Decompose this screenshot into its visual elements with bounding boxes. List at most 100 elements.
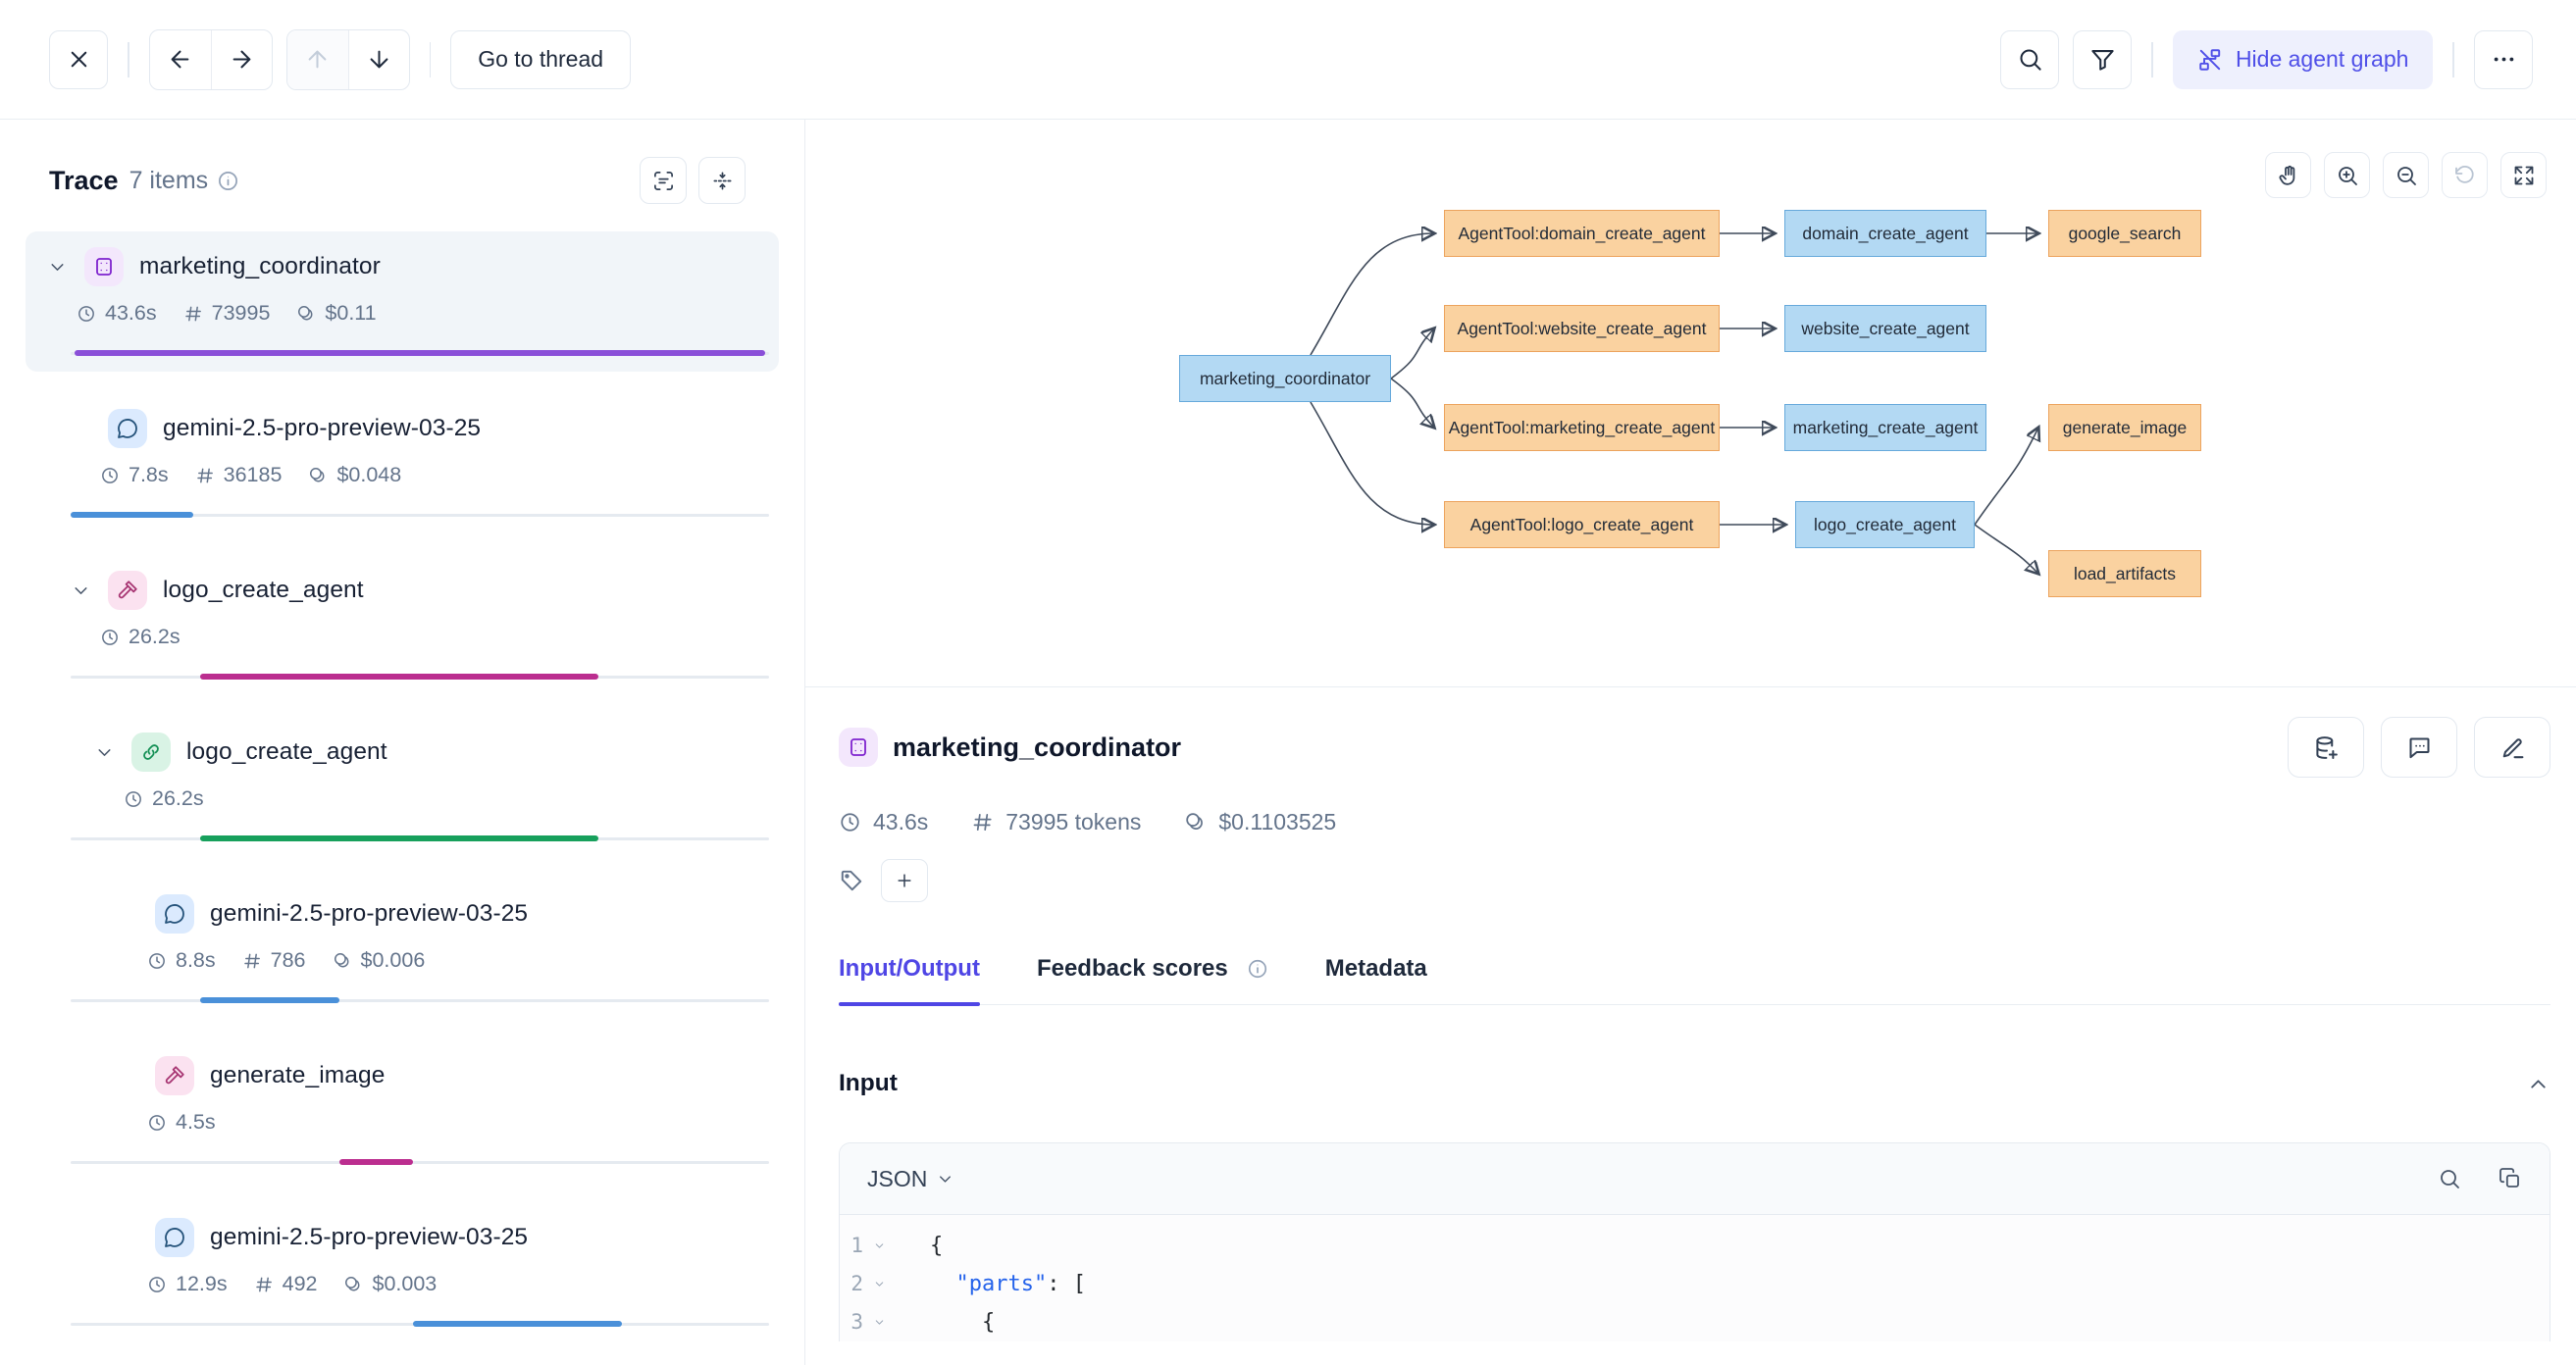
comment-icon bbox=[2406, 734, 2433, 761]
graph-node-at_website[interactable]: AgentTool:website_create_agent bbox=[1444, 305, 1720, 352]
go-to-thread-button[interactable]: Go to thread bbox=[450, 29, 632, 89]
graph-node-marketing[interactable]: marketing_create_agent bbox=[1784, 404, 1986, 451]
clock-icon bbox=[839, 811, 861, 834]
search-button[interactable] bbox=[2000, 29, 2060, 89]
detail-actions bbox=[2288, 717, 2550, 778]
graph-node-generate_image[interactable]: generate_image bbox=[2048, 404, 2201, 451]
trace-item[interactable]: logo_create_agent 26.2s bbox=[26, 555, 779, 695]
trace-item-name: logo_create_agent bbox=[163, 577, 364, 603]
trace-sidebar: Trace 7 items marketing_coordinator 43.6… bbox=[0, 120, 805, 1365]
duration-bar bbox=[71, 835, 769, 841]
trace-item[interactable]: marketing_coordinator 43.6s 73995 $0.11 bbox=[26, 231, 779, 372]
duration-bar bbox=[71, 1321, 769, 1327]
copy-icon bbox=[2499, 1167, 2522, 1190]
hammer-icon bbox=[155, 1056, 194, 1095]
more-options-button[interactable] bbox=[2474, 29, 2533, 89]
fold-chevron-icon[interactable] bbox=[863, 1278, 895, 1290]
zoom-in-button[interactable] bbox=[2324, 152, 2370, 198]
database-plus-icon bbox=[2313, 734, 2340, 761]
cost-metric: $0.1103525 bbox=[1184, 809, 1336, 835]
trace-item-metrics: 26.2s bbox=[26, 625, 779, 649]
maximize-icon bbox=[2512, 164, 2536, 187]
tokens-metric: 492 bbox=[254, 1272, 317, 1296]
tokens-metric: 73995 bbox=[183, 301, 270, 326]
graph-node-load_artifacts[interactable]: load_artifacts bbox=[2048, 550, 2201, 597]
close-icon bbox=[66, 46, 92, 73]
duration-metric: 7.8s bbox=[100, 463, 169, 487]
code-line: 1{ bbox=[840, 1227, 2550, 1265]
chevron-down-icon[interactable] bbox=[47, 257, 84, 278]
format-select[interactable]: JSON bbox=[867, 1166, 954, 1192]
hide-agent-graph-button[interactable]: Hide agent graph bbox=[2172, 29, 2434, 89]
hash-icon bbox=[195, 466, 215, 485]
agent-icon bbox=[839, 728, 878, 767]
comments-button[interactable] bbox=[2381, 717, 2457, 778]
trace-item[interactable]: generate_image 4.5s bbox=[26, 1040, 779, 1181]
detail-title: marketing_coordinator bbox=[893, 732, 1182, 762]
plus-icon bbox=[895, 871, 914, 890]
add-to-dataset-button[interactable] bbox=[2288, 717, 2364, 778]
graph-node-domain[interactable]: domain_create_agent bbox=[1784, 210, 1986, 257]
tab-input-output[interactable]: Input/Output bbox=[839, 955, 980, 1006]
graph-node-mc[interactable]: marketing_coordinator bbox=[1179, 355, 1391, 402]
input-code-panel: JSON 1{2 "parts": [3 { bbox=[839, 1142, 2550, 1341]
zoom-out-icon bbox=[2395, 164, 2418, 187]
down-span-button[interactable] bbox=[347, 29, 409, 89]
graph-node-logo[interactable]: logo_create_agent bbox=[1795, 501, 1975, 548]
graph-node-website[interactable]: website_create_agent bbox=[1784, 305, 1986, 352]
input-section-title: Input bbox=[839, 1070, 898, 1096]
duration-metric: 8.8s bbox=[147, 948, 216, 973]
chevron-up-icon bbox=[2526, 1072, 2550, 1096]
clock-icon bbox=[77, 304, 96, 324]
fold-chevron-icon[interactable] bbox=[863, 1239, 895, 1252]
previous-trace-button[interactable] bbox=[150, 30, 211, 89]
graph-slash-icon bbox=[2197, 47, 2223, 73]
filter-button[interactable] bbox=[2073, 29, 2133, 89]
trace-item[interactable]: gemini-2.5-pro-preview-03-25 8.8s 786 $0… bbox=[26, 879, 779, 1019]
graph-node-at_logo[interactable]: AgentTool:logo_create_agent bbox=[1444, 501, 1720, 548]
chevron-down-icon[interactable] bbox=[71, 581, 108, 601]
coins-icon bbox=[333, 951, 352, 971]
collapse-all-button[interactable] bbox=[698, 157, 746, 204]
fullscreen-button[interactable] bbox=[2500, 152, 2547, 198]
pan-button[interactable] bbox=[2265, 152, 2311, 198]
add-tag-button[interactable] bbox=[881, 859, 928, 902]
duration-bar bbox=[71, 1159, 769, 1165]
reset-view-button[interactable] bbox=[2442, 152, 2488, 198]
zoom-out-button[interactable] bbox=[2383, 152, 2429, 198]
trace-item[interactable]: gemini-2.5-pro-preview-03-25 7.8s 36185 … bbox=[26, 393, 779, 533]
edit-button[interactable] bbox=[2474, 717, 2550, 778]
up-span-button[interactable] bbox=[286, 29, 348, 89]
trace-item-name: gemini-2.5-pro-preview-03-25 bbox=[210, 1224, 529, 1250]
detail-tags bbox=[839, 859, 2550, 902]
chevron-down-icon[interactable] bbox=[94, 742, 131, 763]
graph-node-google_search[interactable]: google_search bbox=[2048, 210, 2201, 257]
duration-metric: 12.9s bbox=[147, 1272, 228, 1296]
hammer-icon bbox=[108, 571, 147, 610]
next-trace-button[interactable] bbox=[210, 29, 272, 89]
trace-item[interactable]: gemini-2.5-pro-preview-03-25 12.9s 492 $… bbox=[26, 1202, 779, 1342]
duration-bar bbox=[71, 350, 769, 356]
info-icon bbox=[217, 170, 239, 192]
clock-icon bbox=[100, 628, 120, 647]
line-number: 3 bbox=[850, 1310, 863, 1334]
code-search-button[interactable] bbox=[2438, 1167, 2461, 1190]
hide-agent-graph-label: Hide agent graph bbox=[2235, 46, 2409, 72]
tab-metadata[interactable]: Metadata bbox=[1324, 955, 1427, 982]
cost-metric: $0.003 bbox=[343, 1272, 437, 1296]
trace-item-name: gemini-2.5-pro-preview-03-25 bbox=[163, 415, 482, 441]
collapse-input-button[interactable] bbox=[2526, 1072, 2550, 1096]
close-button[interactable] bbox=[49, 29, 108, 89]
graph-node-at_domain[interactable]: AgentTool:domain_create_agent bbox=[1444, 210, 1720, 257]
trace-item[interactable]: logo_create_agent 26.2s bbox=[26, 717, 779, 857]
tab-feedback-scores[interactable]: Feedback scores bbox=[1037, 955, 1268, 1004]
chat-icon bbox=[155, 894, 194, 934]
code-text: "parts": [ bbox=[955, 1272, 1086, 1296]
fold-chevron-icon[interactable] bbox=[863, 1316, 895, 1329]
graph-node-at_marketing[interactable]: AgentTool:marketing_create_agent bbox=[1444, 404, 1720, 451]
copy-button[interactable] bbox=[2499, 1167, 2522, 1190]
duration-bar bbox=[71, 512, 769, 518]
scan-text-button[interactable] bbox=[640, 157, 687, 204]
hand-icon bbox=[2277, 164, 2300, 187]
